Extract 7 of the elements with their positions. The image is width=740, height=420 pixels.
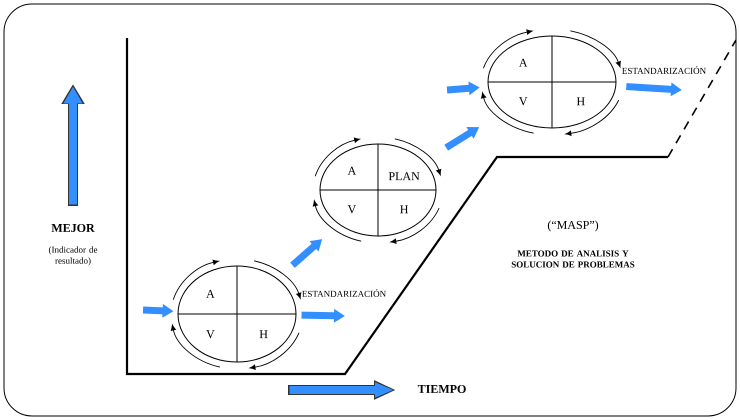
axis-label: METODO DE ANALISIS Y SOLUCION DE PROBLEMAS xyxy=(512,250,634,268)
step-label: ESTANDARIZACIÓN xyxy=(622,66,706,74)
axis-label: TIEMPO xyxy=(418,384,466,394)
axis-label: (“MASP”) xyxy=(548,220,598,232)
axis-label: MEJOR xyxy=(52,224,95,232)
step-label: ESTANDARIZACIÓN xyxy=(302,289,386,297)
axis-label: (Indicador de resultado) xyxy=(48,246,98,266)
